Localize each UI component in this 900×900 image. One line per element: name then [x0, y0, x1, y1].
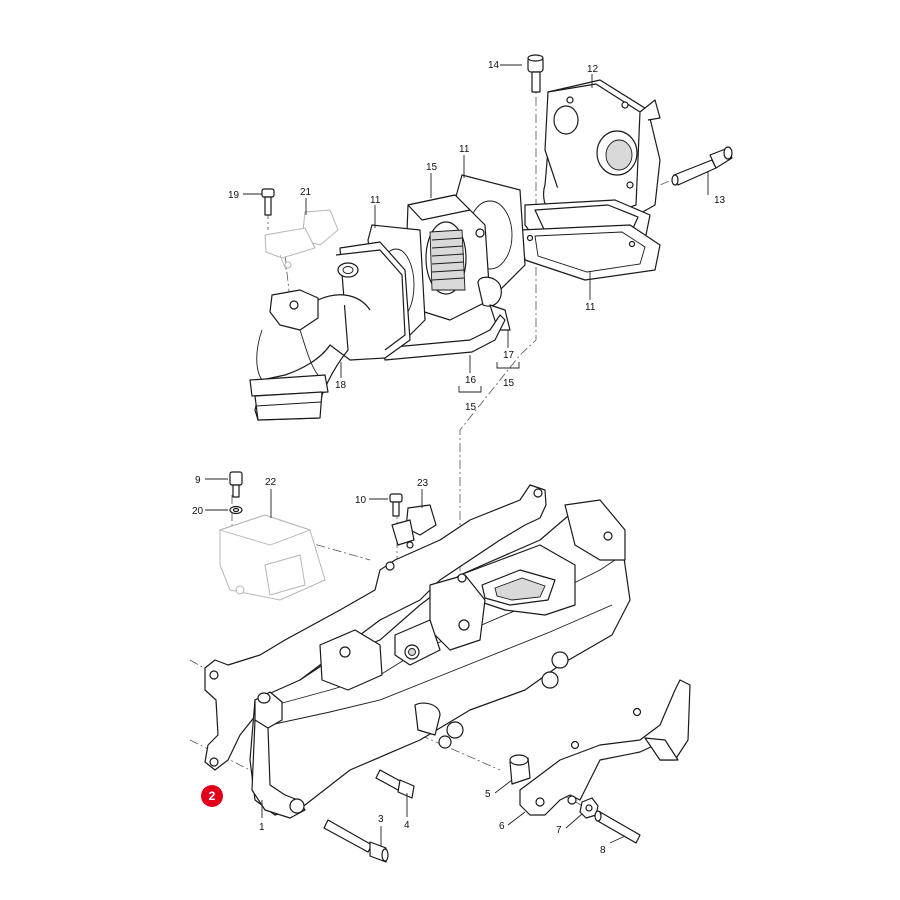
callout-7: 7 [556, 825, 562, 836]
callout-17: 17 [503, 350, 515, 361]
callout-15-c: 15 [465, 402, 477, 413]
leader-lines [205, 64, 709, 846]
callout-6: 6 [499, 821, 505, 832]
callout-labels: 14 12 13 11 11 15 11 19 21 18 17 15 16 1… [192, 60, 726, 856]
part-18-pipe [249, 241, 411, 421]
part-1-cooler [249, 499, 631, 819]
callout-10: 10 [355, 495, 367, 506]
callout-15-b: 15 [503, 378, 515, 389]
part-3-bolt [323, 819, 389, 863]
part-11-gasket-right [519, 224, 661, 281]
highlight-badge-circle [201, 785, 223, 807]
callout-13: 13 [714, 195, 726, 206]
callout-14: 14 [488, 60, 500, 71]
callout-16: 16 [465, 375, 477, 386]
callout-15-valve: 15 [426, 162, 438, 173]
part-8-stud [594, 810, 641, 844]
part-6-bracket [519, 679, 691, 816]
callout-21: 21 [300, 187, 312, 198]
callout-12: 12 [587, 64, 599, 75]
part-2-gasket [204, 484, 547, 771]
part-4-bolt [375, 769, 415, 799]
callout-18: 18 [335, 380, 347, 391]
callout-20: 20 [192, 506, 204, 517]
callout-11-left: 11 [370, 195, 381, 206]
part-19-bolt [261, 188, 275, 216]
part-23-sensor [391, 504, 437, 549]
callout-3: 3 [378, 814, 384, 825]
highlight-badge-label: 2 [209, 789, 216, 803]
part-10-bolt [389, 493, 403, 517]
part-21-sensor [264, 209, 339, 271]
part-20-washer [229, 505, 243, 515]
callout-11-middle: 11 [459, 144, 470, 155]
callout-4: 4 [404, 820, 410, 831]
valve-grille [431, 237, 465, 281]
highlight-badge-part-2[interactable]: 2 [201, 785, 223, 807]
part-15-valve [404, 194, 511, 331]
part-9-bolt [229, 471, 243, 498]
callout-19: 19 [228, 190, 240, 201]
part-13-bolt [671, 146, 733, 186]
part-22-module [218, 514, 326, 601]
callout-1: 1 [259, 822, 265, 833]
part-14-bolt [527, 54, 544, 93]
callout-11-right: 11 [585, 302, 596, 313]
callout-5: 5 [485, 789, 491, 800]
callout-8: 8 [600, 845, 606, 856]
callout-23: 23 [417, 478, 429, 489]
part-16-tube [382, 314, 506, 361]
callout-22: 22 [265, 477, 277, 488]
part-5-spacer [509, 754, 531, 785]
callout-9: 9 [195, 475, 201, 486]
